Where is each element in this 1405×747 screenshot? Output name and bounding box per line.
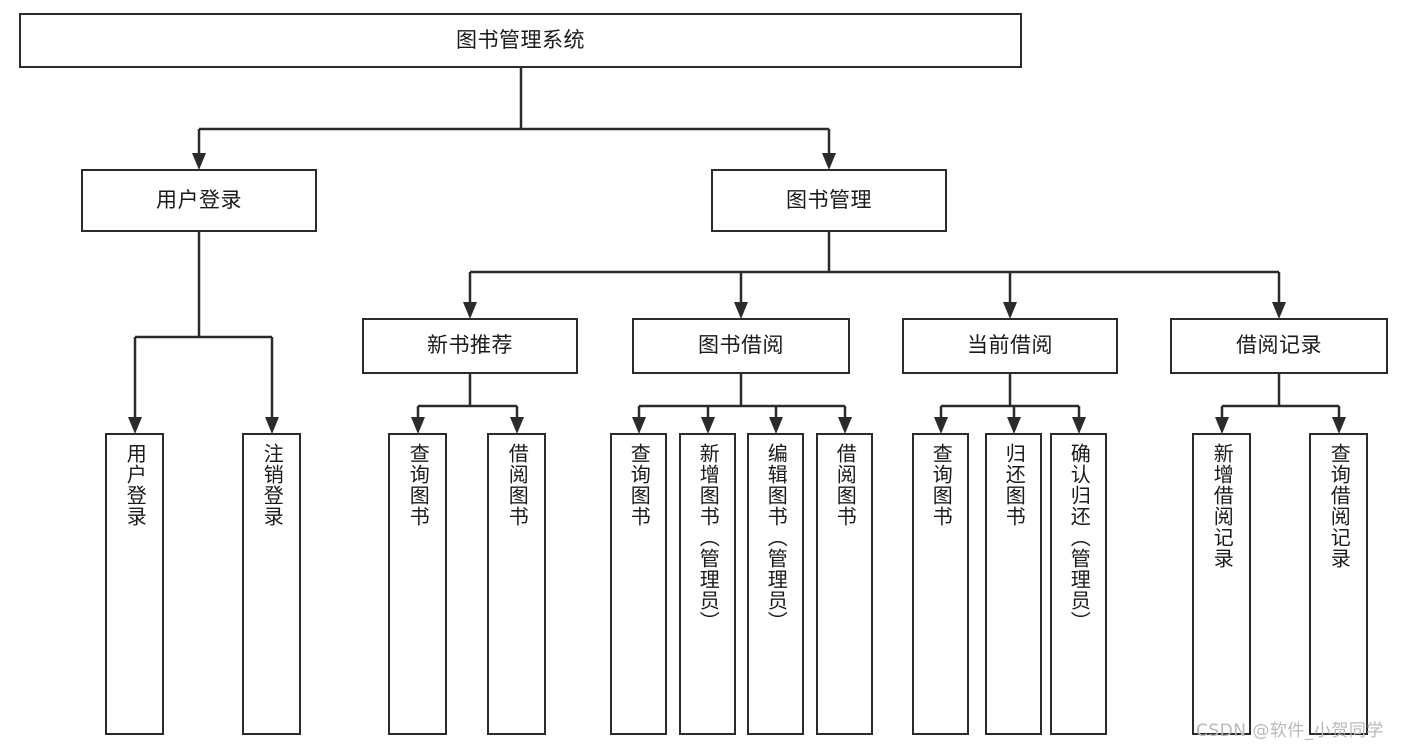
node-leaf-add-book[interactable]: 新增图书（管理员） xyxy=(679,433,736,735)
node-current-borrow[interactable]: 当前借阅 xyxy=(902,318,1118,374)
node-label: 新增借阅记录 xyxy=(1210,443,1235,569)
node-leaf-borrow-book-1[interactable]: 借阅图书 xyxy=(487,433,546,735)
node-leaf-user-login[interactable]: 用户登录 xyxy=(105,433,164,735)
node-leaf-edit-book[interactable]: 编辑图书（管理员） xyxy=(747,433,804,735)
node-label: 图书管理 xyxy=(786,187,872,212)
arrowhead-leaf-add-record xyxy=(1215,417,1229,434)
node-label: 借阅图书 xyxy=(505,443,530,527)
arrowhead-current-borrow xyxy=(1003,302,1017,319)
arrowhead-user-login xyxy=(192,153,206,170)
arrowhead-book-borrow xyxy=(734,302,748,319)
node-label: 归还图书 xyxy=(1002,443,1027,527)
arrowhead-book-manage xyxy=(822,153,836,170)
node-root[interactable]: 图书管理系统 xyxy=(19,13,1022,68)
node-book-borrow[interactable]: 图书借阅 xyxy=(632,318,850,374)
node-leaf-borrow-book-2[interactable]: 借阅图书 xyxy=(816,433,873,735)
node-leaf-return-book[interactable]: 归还图书 xyxy=(985,433,1042,735)
arrowhead-leaf-borrow-book-1 xyxy=(510,417,524,434)
node-label: 用户登录 xyxy=(123,443,148,527)
node-label: 查询图书 xyxy=(406,443,431,527)
node-leaf-query-book-3[interactable]: 查询图书 xyxy=(912,433,969,735)
node-label: 注销登录 xyxy=(260,443,285,527)
arrowhead-leaf-edit-book xyxy=(769,417,783,434)
arrowhead-leaf-user-login xyxy=(128,417,142,434)
node-leaf-query-book-1[interactable]: 查询图书 xyxy=(388,433,447,735)
arrowhead-leaf-query-book-1 xyxy=(411,417,425,434)
node-new-book-rec[interactable]: 新书推荐 xyxy=(362,318,578,374)
node-label: 当前借阅 xyxy=(967,333,1053,358)
arrowhead-leaf-query-book-2 xyxy=(632,417,646,434)
node-label: 图书管理系统 xyxy=(456,27,585,52)
node-borrow-record[interactable]: 借阅记录 xyxy=(1170,318,1388,374)
node-label: 借阅图书 xyxy=(833,443,858,527)
csdn-watermark: CSDN @软件_小贺同学 xyxy=(1196,721,1384,741)
arrowhead-leaf-confirm-return xyxy=(1072,417,1086,434)
arrowhead-borrow-record xyxy=(1272,302,1286,319)
node-label: 新增图书（管理员） xyxy=(696,443,721,632)
arrowhead-leaf-add-book xyxy=(701,417,715,434)
arrowhead-leaf-return-book xyxy=(1007,417,1021,434)
node-label: 用户登录 xyxy=(156,187,242,212)
arrowhead-leaf-query-book-3 xyxy=(934,417,948,434)
node-leaf-logout[interactable]: 注销登录 xyxy=(242,433,301,735)
node-label: 确认归还（管理员） xyxy=(1067,443,1092,632)
node-label: 新书推荐 xyxy=(427,333,513,358)
node-leaf-query-record[interactable]: 查询借阅记录 xyxy=(1309,433,1368,735)
node-user-login[interactable]: 用户登录 xyxy=(81,169,317,232)
node-label: 借阅记录 xyxy=(1236,333,1322,358)
node-label: 查询图书 xyxy=(627,443,652,527)
arrowhead-new-book-rec xyxy=(463,302,477,319)
node-book-manage[interactable]: 图书管理 xyxy=(711,169,947,232)
arrowhead-leaf-borrow-book-2 xyxy=(838,417,852,434)
arrowhead-leaf-query-record xyxy=(1332,417,1346,434)
node-label: 查询图书 xyxy=(929,443,954,527)
node-label: 图书借阅 xyxy=(698,333,784,358)
node-leaf-add-record[interactable]: 新增借阅记录 xyxy=(1192,433,1251,735)
node-leaf-query-book-2[interactable]: 查询图书 xyxy=(610,433,667,735)
node-leaf-confirm-return[interactable]: 确认归还（管理员） xyxy=(1050,433,1107,735)
arrowhead-leaf-logout xyxy=(265,417,279,434)
node-label: 编辑图书（管理员） xyxy=(764,443,789,632)
node-label: 查询借阅记录 xyxy=(1327,443,1352,569)
